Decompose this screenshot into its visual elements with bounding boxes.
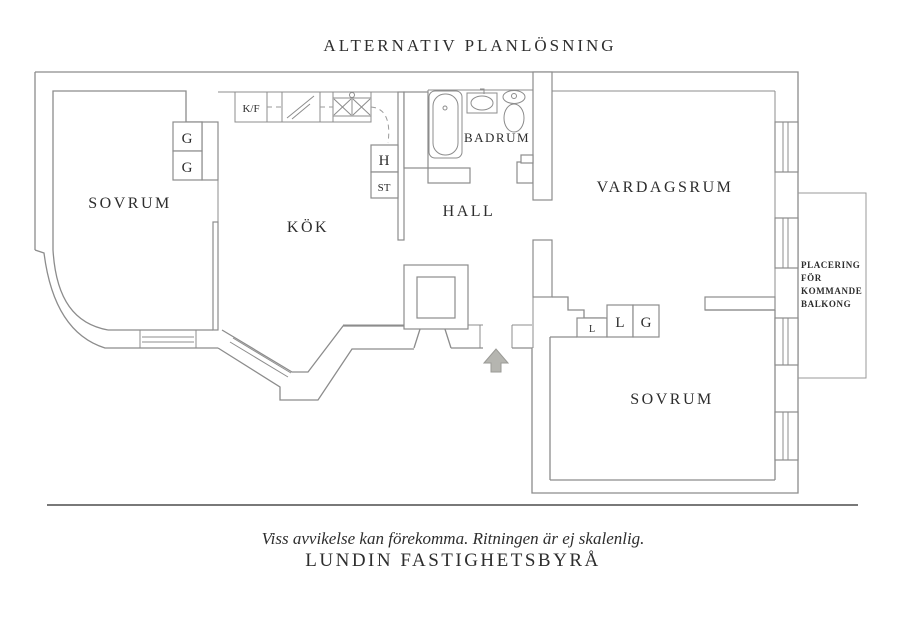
shelf-cabinet-label: H — [379, 153, 390, 169]
linen-label: L — [615, 315, 624, 331]
room-label-hall: HALL — [443, 203, 496, 220]
wardrobes-bedroom-right: L L G — [576, 304, 660, 338]
stove-icon — [286, 95, 315, 120]
kitchen-counter: K/F — [234, 91, 390, 144]
room-label-kitchen: KÖK — [287, 218, 329, 236]
facade-windows — [774, 121, 799, 461]
footer-brand: LUNDIN FASTIGHETSBYRÅ — [305, 550, 600, 571]
bathtub-icon — [428, 90, 463, 159]
fridge-freezer-label: K/F — [242, 103, 259, 115]
wardrobe-2-label: G — [182, 160, 193, 176]
room-label-livingroom: VARDAGSRUM — [597, 179, 734, 196]
room-label-bathroom: BADRUM — [464, 130, 530, 145]
livingroom-walls — [552, 90, 776, 311]
room-label-bedroom-right: SOVRUM — [630, 391, 713, 408]
bedroom-left-walls — [52, 90, 292, 378]
window-livingroom-2 — [774, 217, 799, 269]
wardrobe-1-label: G — [182, 131, 193, 147]
balcony-note-line1: PLACERING — [801, 260, 860, 270]
kitchen-walls — [217, 91, 469, 330]
wardrobe-3-label: G — [641, 315, 652, 331]
window-bedroom-right-1 — [774, 317, 799, 366]
window-livingroom-1 — [774, 121, 799, 173]
bathroom-fixtures — [428, 88, 526, 159]
toilet-icon — [502, 90, 526, 133]
linen-small-label: L — [589, 324, 595, 335]
bathroom-walls — [427, 71, 553, 298]
footer-disclaimer: Viss avvikelse kan förekomma. Ritningen … — [262, 529, 645, 548]
balcony-note-line3: KOMMANDE — [801, 286, 862, 296]
washbasin-icon — [466, 88, 498, 114]
fridge-freezer: K/F — [242, 103, 259, 115]
window-bedroom-left — [139, 330, 197, 348]
balcony-note-line2: FÖR — [801, 273, 822, 283]
wardrobes-bedroom-left: G G — [172, 121, 203, 181]
exterior-walls — [34, 71, 799, 494]
future-balcony: PLACERING FÖR KOMMANDE BALKONG — [798, 192, 867, 379]
window-bedroom-right-2 — [774, 411, 799, 461]
entrance-arrow-icon — [482, 348, 510, 373]
balcony-note-line4: BALKONG — [801, 299, 851, 309]
page-title: ALTERNATIV PLANLÖSNING — [323, 36, 616, 55]
kitchen-cabinets: H ST — [370, 144, 399, 199]
window-kitchen-bay — [229, 337, 292, 378]
cleaning-closet-label: ST — [378, 182, 391, 194]
room-label-bedroom-left: SOVRUM — [88, 195, 171, 212]
